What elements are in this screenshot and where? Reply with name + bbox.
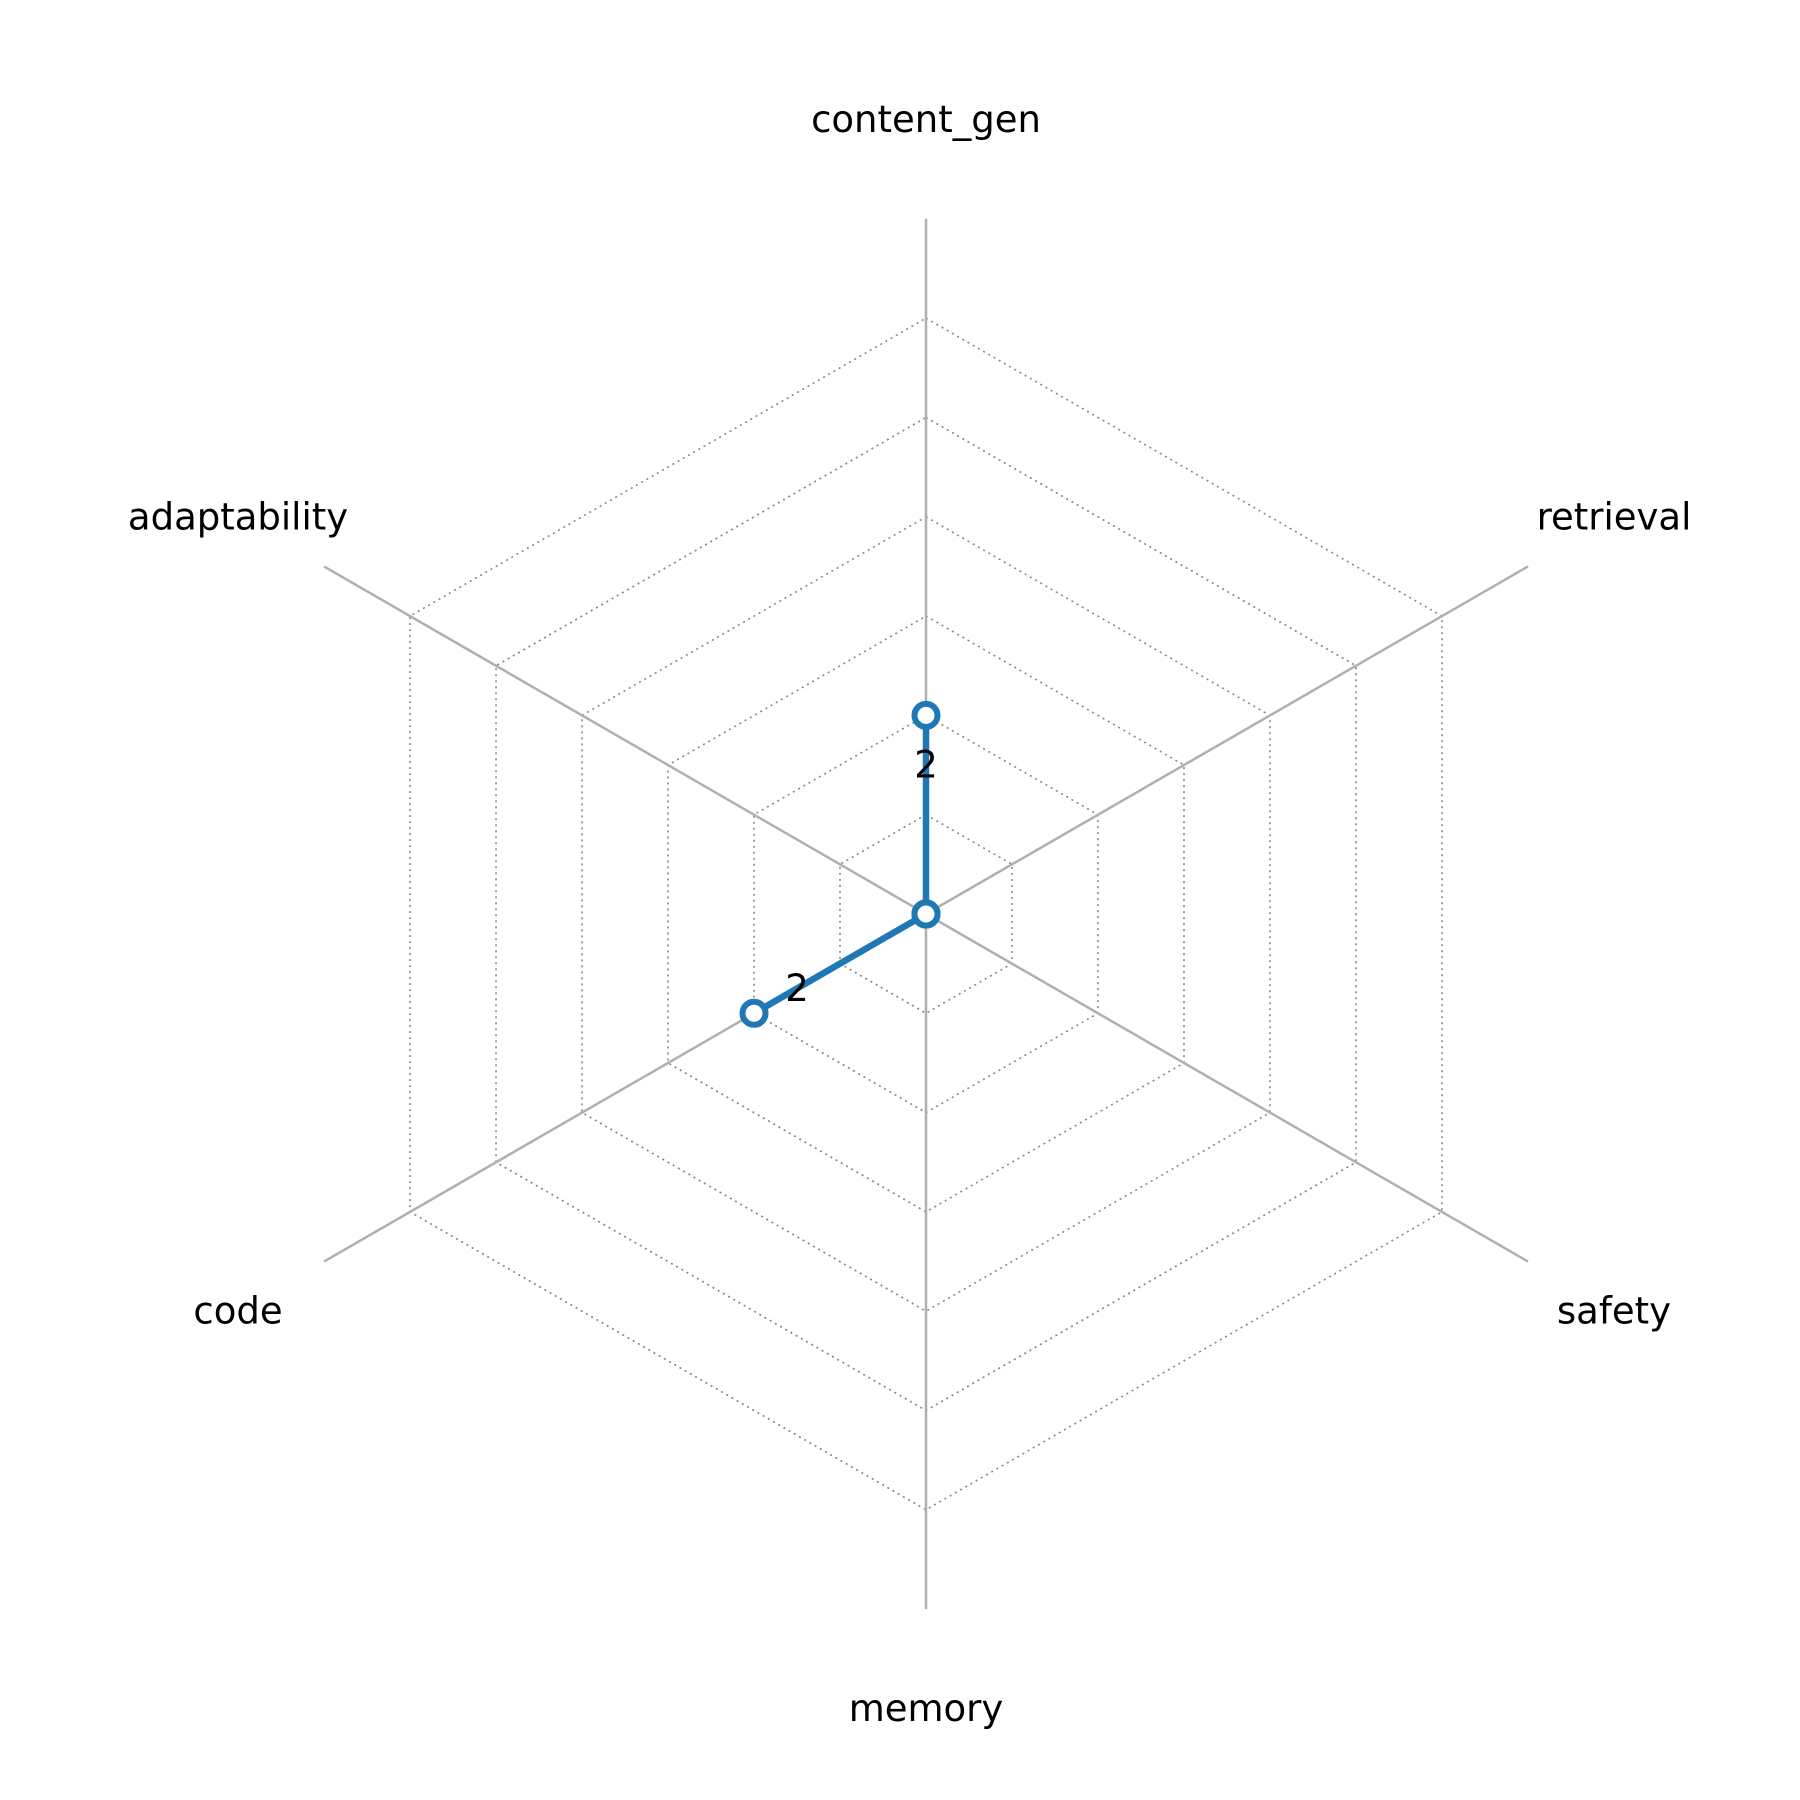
data-point-code <box>739 998 769 1028</box>
axis-spoke-retrieval <box>925 565 1529 916</box>
axis-label-code: code <box>193 1290 282 1333</box>
axis-label-content_gen: content_gen <box>811 98 1041 141</box>
axis-spoke-adaptability <box>323 565 927 916</box>
value-label-content_gen: 2 <box>914 744 938 787</box>
axis-label-adaptability: adaptability <box>128 495 348 538</box>
axis-label-safety: safety <box>1557 1290 1671 1333</box>
axis-spoke-safety <box>925 912 1529 1263</box>
data-point-content_gen <box>911 700 941 730</box>
axis-label-memory: memory <box>849 1687 1004 1730</box>
data-point-adaptability <box>911 899 941 929</box>
series-layer: 22 <box>739 700 941 1028</box>
axis-label-retrieval: retrieval <box>1537 495 1692 538</box>
value-label-code: 2 <box>785 967 809 1010</box>
axis-labels: content_gen retrieval safety memory code adap… <box>128 98 1691 1730</box>
